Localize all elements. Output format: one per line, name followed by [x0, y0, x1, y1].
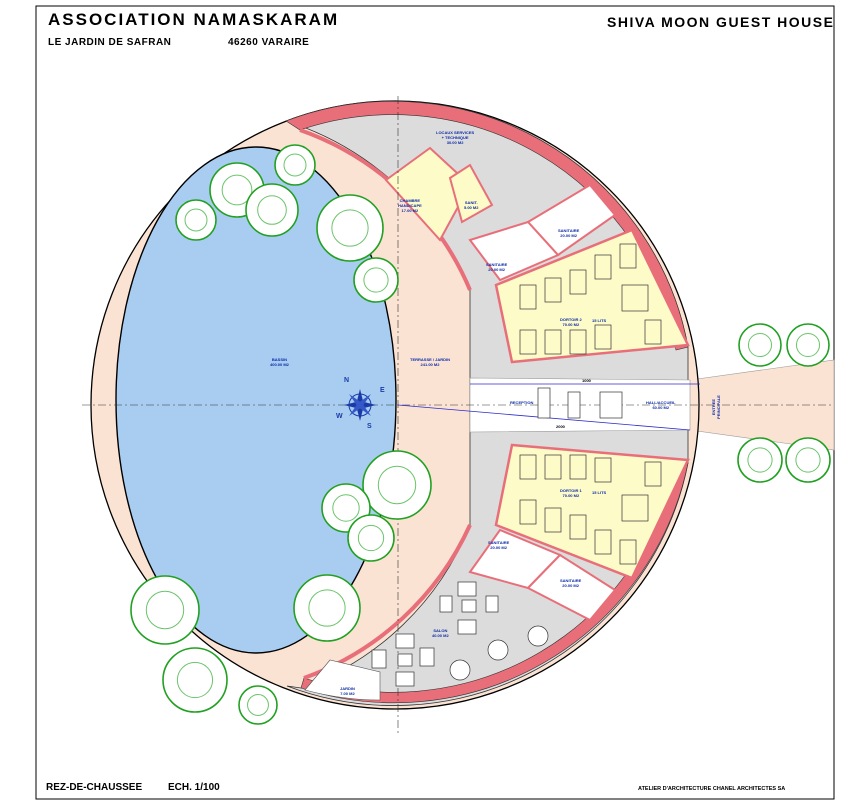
tree [130, 575, 200, 645]
dimension-bottom: 2000 [556, 424, 565, 429]
garden-name: LE JARDIN DE SAFRAN [48, 37, 172, 48]
room-sanitaire-se [526, 553, 617, 622]
room-dortoir-2 [494, 228, 690, 364]
room-sanitaire-nw [468, 220, 560, 282]
tree [175, 199, 217, 241]
compass-w: W [336, 413, 343, 420]
salon-furniture [371, 581, 549, 687]
tree [162, 647, 228, 713]
tree [316, 194, 384, 262]
scale-label: ECH. 1/100 [168, 782, 220, 793]
tree [293, 574, 361, 642]
compass-rose [344, 389, 376, 421]
compass-n: N [344, 377, 350, 384]
tree-canopy [332, 494, 360, 522]
pool [115, 146, 397, 654]
outer-wall [285, 101, 689, 351]
tree-canopy [377, 465, 417, 505]
beds-dortoir-2 [519, 243, 662, 355]
tree-canopy [145, 590, 185, 630]
project-title: SHIVA MOON GUEST HOUSE [607, 14, 835, 30]
compass-e: E [380, 387, 385, 394]
tree-canopy [363, 267, 389, 293]
tree-canopy [795, 447, 821, 473]
tree [786, 323, 830, 367]
tree [737, 437, 783, 483]
tree [347, 514, 395, 562]
label-reception: RECEPTION [510, 400, 534, 405]
tree-canopy [247, 694, 269, 716]
level-label: REZ-DE-CHAUSSEE [46, 782, 143, 793]
tree-canopy [176, 661, 214, 699]
reception-desk [537, 387, 623, 419]
tree [245, 183, 299, 237]
compass-s: S [367, 423, 372, 430]
label-dortoir-1-beds: 15 LITS [592, 490, 607, 495]
tree [738, 323, 782, 367]
label-sanit: SANIT.5.00 M2 [464, 200, 479, 210]
tree [785, 437, 831, 483]
tree-canopy [257, 195, 287, 225]
room-sanit [448, 163, 494, 224]
beds-dortoir-1 [519, 454, 662, 565]
tree-canopy [331, 209, 369, 247]
dimension-top: 1000 [582, 378, 591, 383]
tree-canopy [747, 447, 773, 473]
room-dortoir-1 [494, 443, 690, 580]
tree-canopy [184, 208, 208, 232]
tree [238, 685, 278, 725]
tree-canopy [283, 153, 307, 177]
label-dortoir-2-beds: 15 LITS [592, 318, 607, 323]
tree [353, 257, 399, 303]
town-address: 46260 VARAIRE [228, 37, 310, 48]
tree-canopy [221, 174, 253, 206]
tree [362, 450, 432, 520]
association-title: ASSOCIATION NAMASKARAM [48, 10, 340, 29]
architect-credit: ATELIER D'ARCHITECTURE CHANEL ARCHITECTE… [638, 786, 786, 792]
room-jardin [304, 659, 381, 701]
tree-canopy [308, 589, 346, 627]
tree-canopy [747, 332, 773, 358]
tree [274, 144, 316, 186]
trees [130, 144, 831, 725]
tree-canopy [357, 524, 385, 552]
tree-canopy [795, 332, 821, 358]
